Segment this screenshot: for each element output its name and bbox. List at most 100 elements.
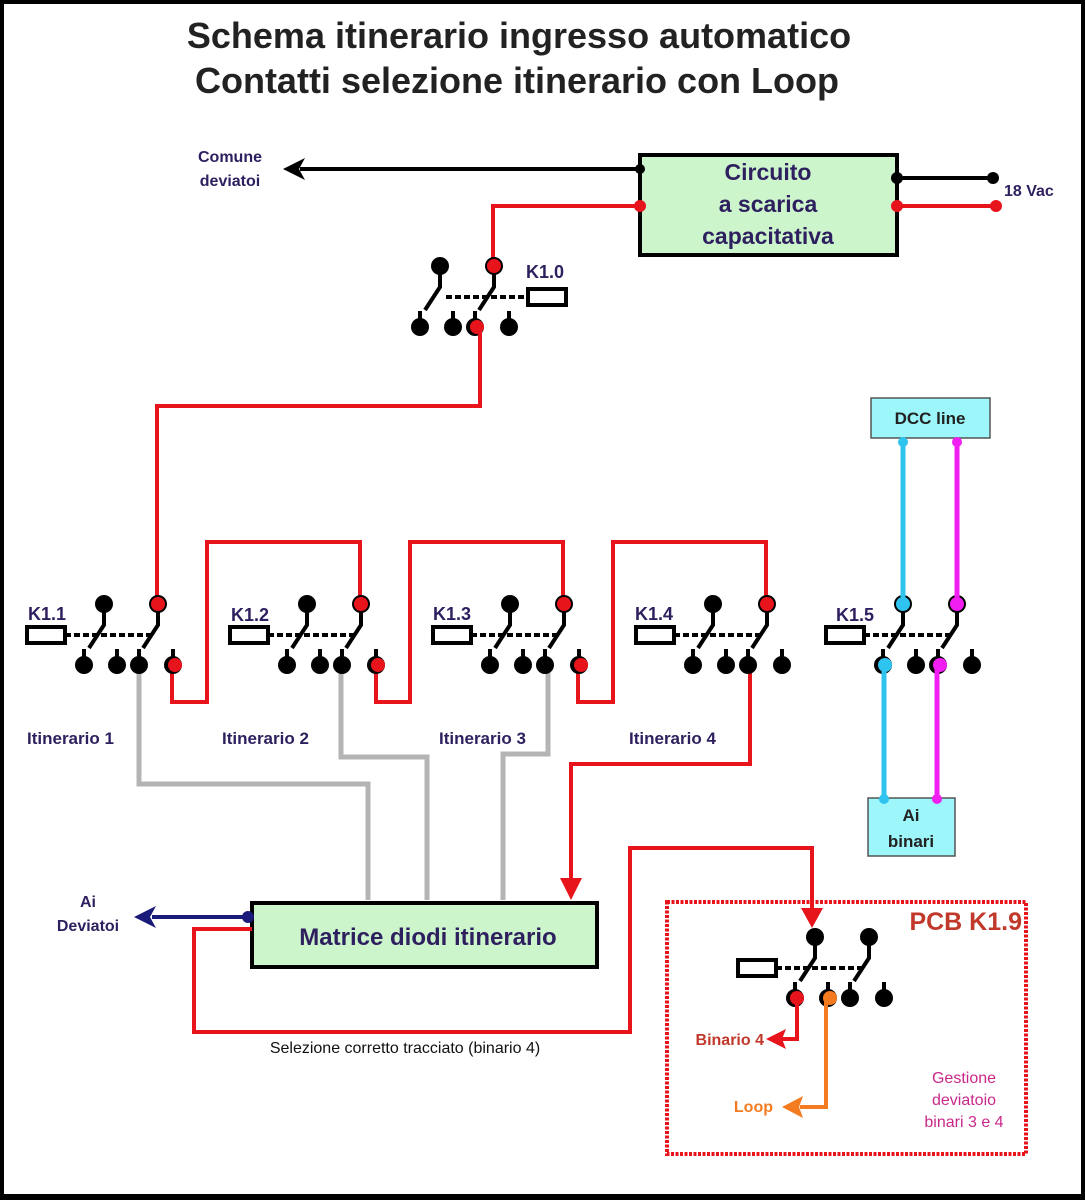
relay-coil xyxy=(25,625,67,645)
arrow-down-icon xyxy=(560,878,582,900)
arrow-left-icon xyxy=(134,906,156,928)
arrow-left-icon xyxy=(766,1029,786,1049)
binario-4-label: Binario 4 xyxy=(696,1032,765,1049)
wire-red-k14-matrice xyxy=(569,665,752,880)
relay-contact xyxy=(431,257,449,275)
pcb-k1-9-box xyxy=(665,900,1028,1156)
wire-grey-itinerario-1 xyxy=(136,665,371,900)
relay-contact xyxy=(841,989,859,1007)
matrice-label: Matrice diodi itinerario xyxy=(299,924,556,951)
circuito-label-2: a scarica xyxy=(719,191,818,217)
itinerario-1-label: Itinerario 1 xyxy=(27,729,114,748)
wire-red-selezione xyxy=(192,846,814,1034)
arrow-left-icon xyxy=(782,1096,803,1118)
relay-contact xyxy=(108,656,126,674)
relay-contact xyxy=(481,656,499,674)
terminal-dot xyxy=(891,200,903,212)
terminal-dot xyxy=(987,172,999,184)
arrow-left-icon xyxy=(283,158,305,180)
relay-contact xyxy=(130,656,148,674)
relay-contact xyxy=(739,656,757,674)
circuito-label-3: capacitativa xyxy=(702,223,834,249)
pcb-k1-9-label: PCB K1.9 xyxy=(909,908,1022,936)
wire-red-k11-k12 xyxy=(170,540,362,704)
relay-contact xyxy=(333,656,351,674)
relay-k1-1 xyxy=(25,595,182,674)
relay-contact xyxy=(354,597,368,611)
relay-k1-5-label: K1.5 xyxy=(836,605,874,625)
relay-k1-3 xyxy=(431,595,588,674)
itinerario-3-label: Itinerario 3 xyxy=(439,729,526,748)
relay-contact xyxy=(95,595,113,613)
wire-red-binario-4 xyxy=(782,998,799,1041)
relay-contact xyxy=(860,928,878,946)
relay-contact xyxy=(773,656,791,674)
wire-orange-loop xyxy=(800,998,828,1109)
relay-contact xyxy=(278,656,296,674)
relay-contact xyxy=(298,595,316,613)
wire-grey-itinerario-2 xyxy=(338,665,430,900)
terminal-dot xyxy=(879,794,889,804)
relay-k1-5 xyxy=(824,595,981,674)
relay-contact xyxy=(907,656,925,674)
terminal-dot xyxy=(242,911,254,923)
circuito-label-1: Circuito xyxy=(725,159,812,185)
title-line-1: Schema itinerario ingresso automatico xyxy=(187,15,851,56)
vac-label: 18 Vac xyxy=(1004,183,1054,200)
relay-coil xyxy=(736,958,778,978)
wire-red-k12-k13 xyxy=(374,540,565,704)
relay-k1-9 xyxy=(736,928,893,1007)
wire-red-circuito-k10 xyxy=(491,204,640,266)
relay-contact xyxy=(151,597,165,611)
relay-coil xyxy=(824,625,866,645)
relay-contact xyxy=(684,656,702,674)
relay-contact xyxy=(487,259,501,273)
ai-binari-label-1: Ai xyxy=(903,806,920,825)
schematic-diagram: Schema itinerario ingresso automatico Co… xyxy=(25,15,1054,1156)
relay-coil xyxy=(634,625,676,645)
diagram-canvas: Schema itinerario ingresso automatico Co… xyxy=(4,4,1081,1194)
relay-k1-2 xyxy=(228,595,385,674)
relay-contact xyxy=(168,658,182,672)
ai-deviatoi-label-2: Deviatoi xyxy=(57,918,119,935)
comune-deviatoi-label-2: deviatoi xyxy=(200,173,260,190)
circuito-box: Circuito a scarica capacitativa xyxy=(638,153,899,257)
matrice-box xyxy=(250,901,599,969)
relay-contact xyxy=(557,597,571,611)
relay-k1-4-label: K1.4 xyxy=(635,604,673,624)
ai-binari-label-2: binari xyxy=(888,832,934,851)
relay-k1-0-label: K1.0 xyxy=(526,262,564,282)
relay-contact xyxy=(717,656,735,674)
wire-red-k10-k11 xyxy=(155,330,482,604)
wire-grey-itinerario-3 xyxy=(500,665,551,900)
terminal-dot xyxy=(891,172,903,184)
relay-contact xyxy=(536,656,554,674)
gestione-label-1: Gestione xyxy=(932,1070,996,1087)
terminal-dot xyxy=(932,794,942,804)
terminal-dot xyxy=(990,200,1002,212)
relay-contact xyxy=(704,595,722,613)
ai-deviatoi-label-1: Ai xyxy=(80,894,96,911)
gestione-label-3: binari 3 e 4 xyxy=(924,1114,1003,1131)
dcc-line-label: DCC line xyxy=(895,409,966,428)
dcc-line-box xyxy=(870,397,991,439)
itinerario-4-label: Itinerario 4 xyxy=(629,729,716,748)
relay-contact xyxy=(444,318,462,336)
title-line-2: Contatti selezione itinerario con Loop xyxy=(195,60,839,101)
relay-contact xyxy=(411,318,429,336)
wire-red-k13-k14 xyxy=(576,540,768,704)
relay-contact xyxy=(760,597,774,611)
relay-coil xyxy=(526,287,568,307)
relay-contact xyxy=(963,656,981,674)
relay-coil xyxy=(228,625,270,645)
relay-contact xyxy=(806,928,824,946)
comune-deviatoi-wire xyxy=(283,158,640,180)
terminal-dot xyxy=(952,437,962,447)
comune-deviatoi-label-1: Comune xyxy=(198,149,262,166)
loop-label: Loop xyxy=(734,1099,773,1116)
relay-contact xyxy=(371,658,385,672)
arrow-down-icon xyxy=(801,908,823,928)
relay-contact xyxy=(311,656,329,674)
relay-contact xyxy=(75,656,93,674)
